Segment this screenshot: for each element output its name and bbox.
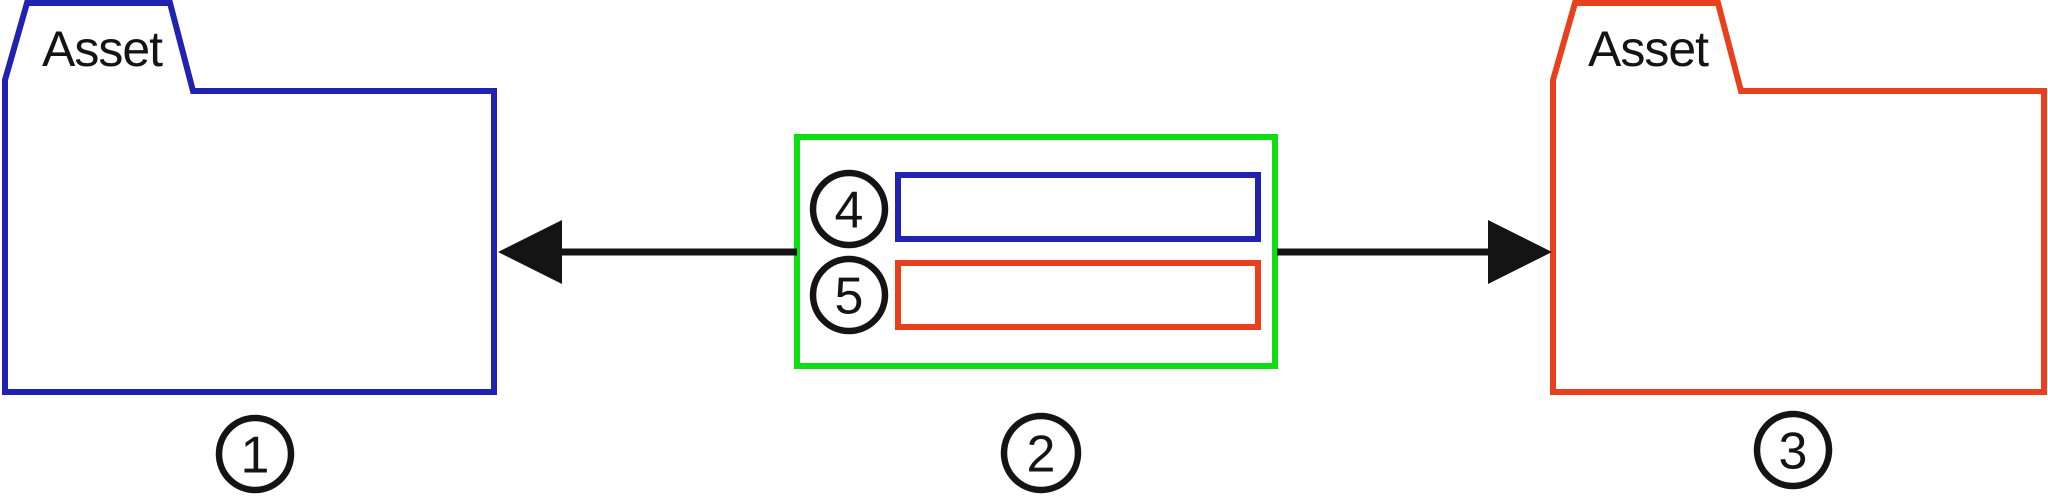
badge-5-number: 5 <box>835 268 864 326</box>
right-folder-shape <box>1550 0 2047 395</box>
badge-2-number: 2 <box>1027 426 1056 484</box>
left-folder-label: Asset <box>42 21 163 77</box>
badge-3-circle <box>1753 410 1833 490</box>
badge-4-number: 4 <box>835 182 864 240</box>
badge-2-circle <box>1000 412 1082 494</box>
badge-3-number: 3 <box>1779 423 1808 481</box>
left-arrow-head <box>498 220 562 284</box>
badge-1-circle <box>215 414 295 494</box>
mapping-blue-entry-rect <box>895 172 1261 242</box>
mapping-red-entry-rect <box>895 260 1261 330</box>
mapping-box-shape <box>794 134 1278 369</box>
badge-4-circle <box>809 169 889 249</box>
badge-1-number: 1 <box>241 427 270 485</box>
right-arrow-head <box>1488 220 1552 284</box>
left-folder-shape <box>2 0 497 395</box>
right-folder-label: Asset <box>1588 21 1709 77</box>
badge-5-circle <box>809 255 889 335</box>
